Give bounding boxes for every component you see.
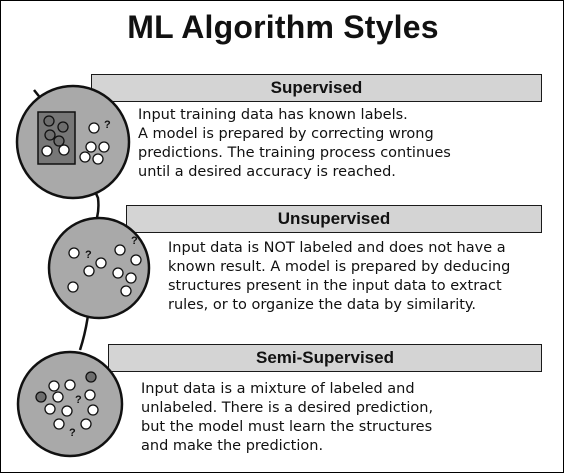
supervised-description: Input training data has known labels. A … bbox=[138, 107, 451, 180]
supervised-header: Supervised bbox=[91, 74, 542, 102]
unsupervised-description: Input data is NOT labeled and does not h… bbox=[168, 240, 511, 313]
question-mark-icon: ? bbox=[69, 427, 76, 439]
unsupervised-header: Unsupervised bbox=[126, 205, 542, 233]
supervised-icon: ? bbox=[15, 84, 131, 200]
question-mark-icon: ? bbox=[85, 249, 92, 261]
semi-supervised-header: Semi-Supervised bbox=[108, 344, 542, 372]
question-mark-icon: ? bbox=[131, 235, 138, 247]
question-mark-icon: ? bbox=[104, 119, 111, 131]
unsupervised-icon: ? ? bbox=[47, 216, 151, 320]
semi-supervised-description: Input data is a mixture of labeled and u… bbox=[141, 381, 434, 454]
question-mark-icon: ? bbox=[75, 394, 82, 406]
diagram-title: ML Algorithm Styles bbox=[127, 9, 439, 45]
semi-supervised-icon: ? ? bbox=[16, 350, 124, 458]
